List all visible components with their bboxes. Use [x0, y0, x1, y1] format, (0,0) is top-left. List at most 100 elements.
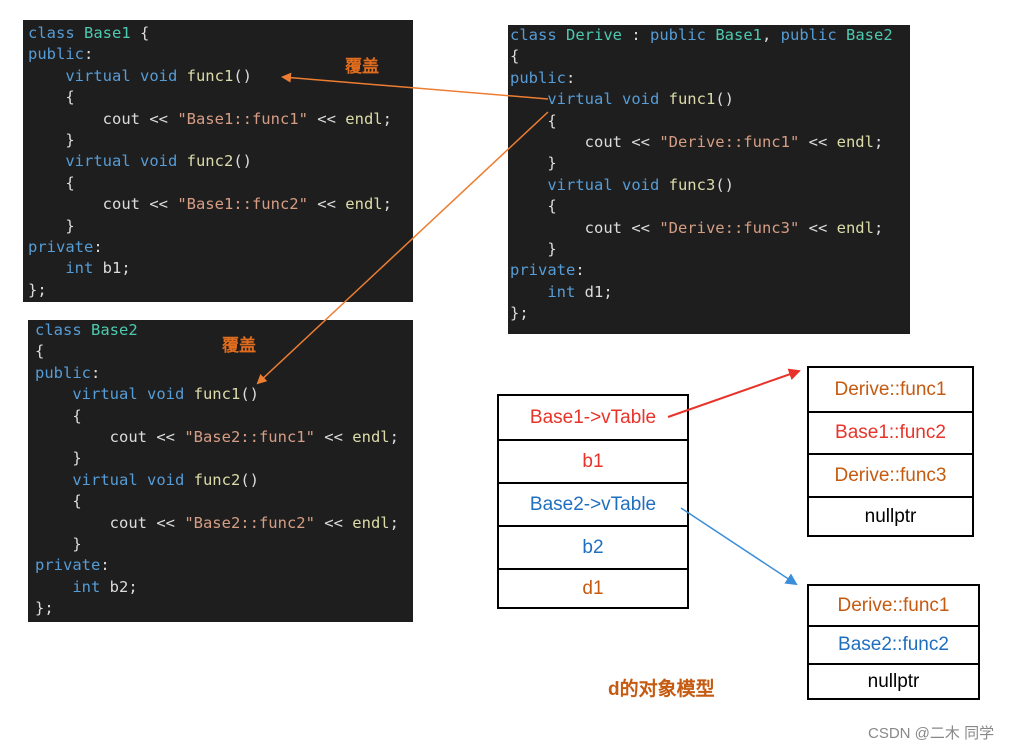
code-token: b2; [109, 577, 138, 596]
code-token: , [762, 26, 781, 44]
code-token: } [28, 216, 75, 235]
code-token: } [35, 535, 82, 553]
code-token: cout << [510, 133, 660, 151]
code-token: () [240, 470, 259, 489]
cover-label-base1: 覆盖 [345, 57, 379, 77]
code-line: cout << "Base2::func1" << endl; [35, 427, 399, 448]
code-token: ; [382, 195, 392, 214]
code-token: class [510, 26, 566, 44]
code-token: << [799, 218, 837, 237]
code-line: public: [28, 44, 93, 65]
code-line: } [28, 130, 74, 151]
code-token: cout << [28, 195, 178, 214]
code-line: { [510, 46, 519, 67]
base2-code-panel: class Base2{public: virtual void func1()… [28, 320, 413, 622]
code-line: } [28, 216, 75, 237]
vtable-base2-box: Derive::func1 Base2::func2 nullptr [807, 584, 980, 700]
code-token: endl [836, 218, 874, 237]
code-line: public: [35, 363, 100, 384]
code-line: private: [35, 555, 110, 576]
code-token: }; [35, 599, 54, 618]
code-token: Base2 [846, 26, 893, 44]
object-cell-d1: d1 [499, 568, 687, 607]
object-model-caption: d的对象模型 [608, 679, 715, 700]
code-token: { [28, 88, 75, 107]
code-line: int b2; [35, 577, 138, 598]
code-token: "Base2::func2" [184, 513, 315, 532]
code-token: int [28, 259, 103, 278]
vtable1-entry: Derive::func1 [834, 378, 947, 400]
code-token: int [510, 282, 585, 301]
code-token: "Base1::func1" [177, 109, 308, 128]
code-token: private [35, 556, 101, 575]
code-token: endl [345, 195, 383, 214]
code-line: cout << "Derive::func3" << endl; [510, 218, 884, 239]
code-token: }; [28, 280, 47, 299]
code-token: << [307, 109, 346, 128]
code-token: func2 [193, 470, 241, 489]
cover-label-base2: 覆盖 [222, 336, 256, 356]
code-token: Base1 [84, 24, 131, 42]
override-arrow-base2 [256, 111, 549, 385]
code-token: () [233, 66, 252, 85]
code-line: class Derive : public Base1, public Base… [510, 25, 893, 46]
code-token: ; [389, 428, 399, 446]
code-token: cout << [35, 513, 185, 532]
vtable2-entry: Base2::func2 [809, 625, 978, 663]
code-line: private: [28, 237, 103, 258]
code-token: b1; [102, 259, 131, 278]
vtable1-entry: Derive::func3 [809, 453, 972, 496]
code-line: cout << "Base1::func2" << endl; [28, 194, 392, 215]
code-line: { [35, 406, 82, 427]
code-token: virtual void [28, 66, 187, 85]
code-line: }; [28, 280, 47, 301]
object-model-box: Base1->vTable b1 Base2->vTable b2 d1 [497, 394, 689, 609]
code-token: () [715, 90, 734, 109]
code-line: } [510, 153, 556, 174]
code-token: cout << [35, 428, 185, 446]
code-token: d1; [584, 282, 613, 301]
vtable-base1-box: Derive::func1 Base1::func2 Derive::func3… [807, 366, 974, 537]
code-token: func2 [186, 152, 234, 171]
override-arrow-base1 [281, 72, 549, 100]
code-token: ; [382, 109, 392, 128]
code-line: { [28, 173, 74, 194]
code-line: }; [35, 598, 54, 619]
code-token: { [510, 197, 557, 216]
code-token: << [314, 513, 353, 532]
code-token: () [715, 175, 734, 194]
code-line: virtual void func3() [510, 175, 734, 196]
code-token: func3 [668, 175, 716, 194]
code-token: } [510, 240, 557, 258]
code-token: << [799, 133, 837, 151]
code-token: func1 [186, 66, 234, 85]
code-token: virtual void [510, 90, 669, 109]
code-token: { [35, 406, 82, 425]
code-token: "Derive::func1" [659, 133, 800, 151]
object-cell-base2-vtable: Base2->vTable [499, 482, 687, 525]
code-line: { [35, 491, 82, 512]
code-line: } [510, 239, 557, 260]
code-token: () [233, 152, 252, 171]
code-token: Base2 [91, 321, 138, 339]
code-token: }; [510, 304, 529, 323]
code-token: func1 [668, 90, 716, 109]
code-token: { [510, 111, 557, 130]
pointer-arrow-base2-vtable [680, 507, 798, 586]
code-token: << [307, 195, 346, 214]
code-token: int [35, 577, 110, 596]
object-cell-base1-vtable: Base1->vTable [529, 406, 657, 428]
code-token: { [35, 492, 82, 511]
code-line: int b1; [28, 258, 131, 279]
code-token: "Base2::func1" [184, 428, 315, 446]
code-token: public [650, 26, 716, 44]
code-token: ; [873, 133, 884, 151]
code-token: public [780, 26, 846, 44]
code-token: : [91, 363, 101, 382]
base1-code-panel: class Base1 {public: virtual void func1(… [23, 20, 413, 302]
vtable2-entry: Derive::func1 [837, 594, 950, 616]
code-token: () [240, 385, 259, 404]
code-line: { [510, 196, 557, 217]
code-line: } [35, 534, 82, 555]
